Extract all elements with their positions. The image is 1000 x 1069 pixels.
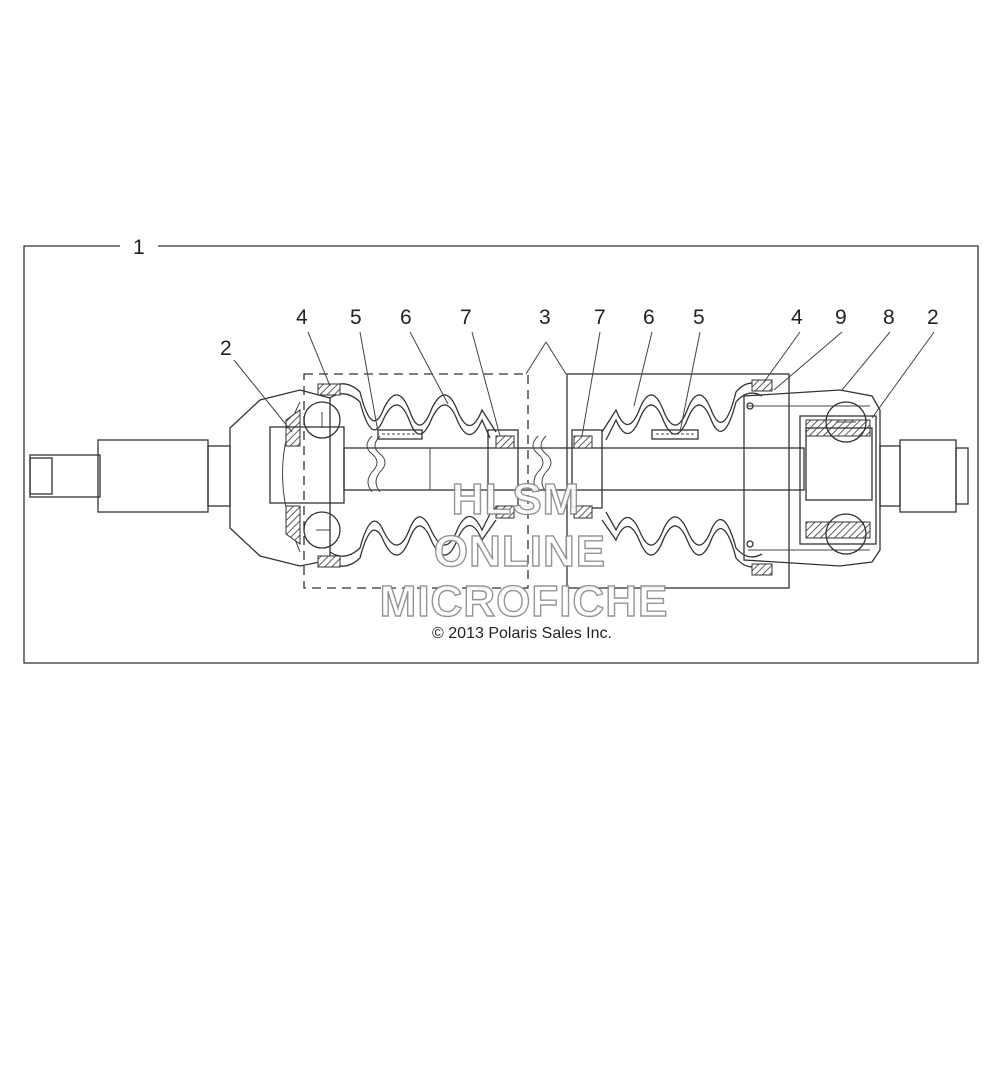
callout-4-right: 4 bbox=[791, 306, 803, 329]
callout-7-right: 7 bbox=[594, 306, 606, 329]
right-boot bbox=[573, 379, 773, 576]
right-cv-housing bbox=[743, 389, 881, 567]
left-stub-shaft bbox=[29, 439, 231, 513]
callout-3: 3 bbox=[539, 306, 551, 329]
callout-6-left: 6 bbox=[400, 306, 412, 329]
callout-2-left: 2 bbox=[220, 337, 232, 360]
callout-5-left: 5 bbox=[350, 306, 362, 329]
callout-7-left: 7 bbox=[460, 306, 472, 329]
left-boot-kit-outline bbox=[303, 373, 529, 589]
assembly-frame: 1 bbox=[23, 236, 979, 664]
leader-lines bbox=[233, 331, 935, 437]
callout-5-right: 5 bbox=[693, 306, 705, 329]
copyright-text: © 2013 Polaris Sales Inc. bbox=[432, 625, 612, 642]
callout-9: 9 bbox=[835, 306, 847, 329]
watermark-line-1: HLSM bbox=[452, 475, 581, 524]
left-boot bbox=[317, 383, 515, 568]
callout-2-right: 2 bbox=[927, 306, 939, 329]
callout-labels: 2 4 5 6 7 3 7 6 5 4 9 8 2 bbox=[220, 306, 939, 360]
callout-4-left: 4 bbox=[296, 306, 308, 329]
right-stub-shaft bbox=[879, 439, 969, 513]
right-boot-kit-outline bbox=[566, 373, 790, 589]
watermark: HLSM ONLINE MICROFICHE bbox=[379, 474, 669, 626]
watermark-line-2: ONLINE bbox=[434, 527, 606, 576]
left-cv-housing bbox=[229, 389, 345, 567]
callout-8: 8 bbox=[883, 306, 895, 329]
callout-6-right: 6 bbox=[643, 306, 655, 329]
assembly-label: 1 bbox=[133, 236, 145, 259]
watermark-line-3: MICROFICHE bbox=[380, 577, 669, 626]
